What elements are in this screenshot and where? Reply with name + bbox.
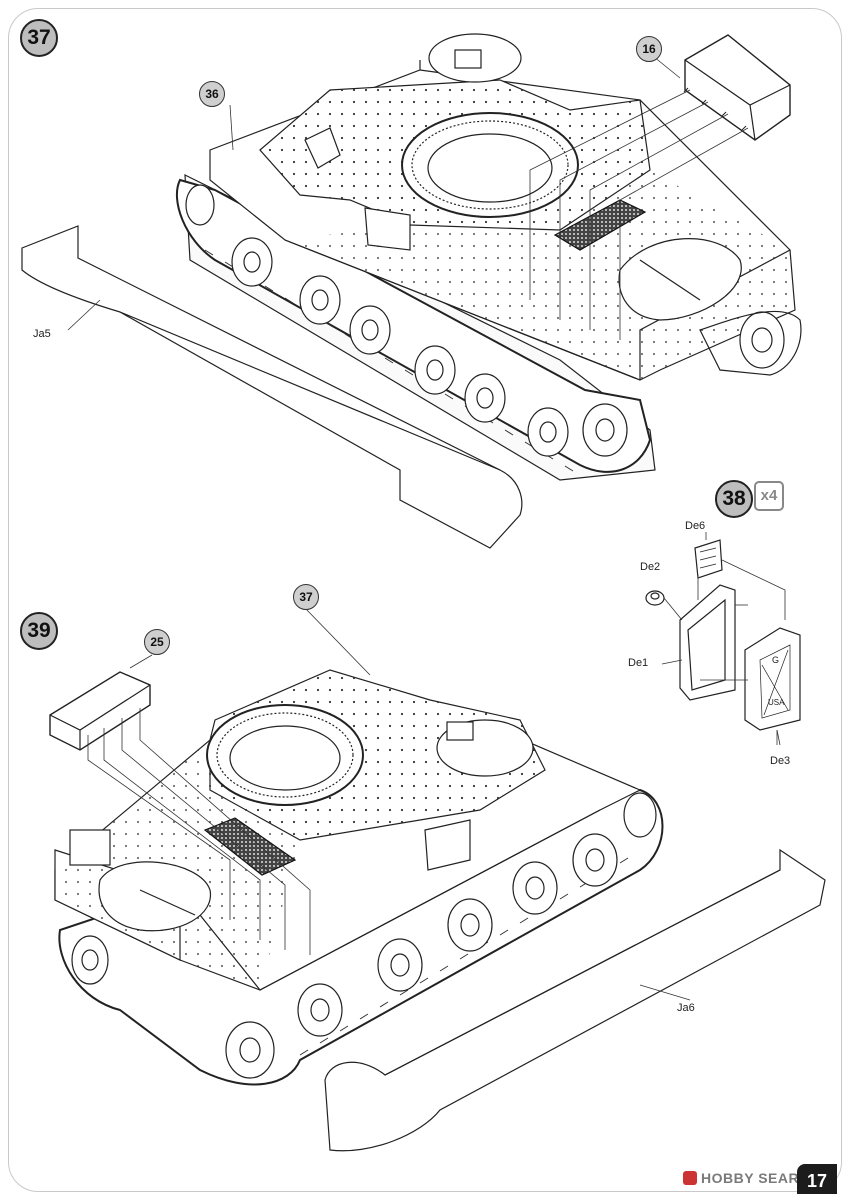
watermark-text: HOBBY SEARCH (701, 1170, 821, 1186)
step-39-badge: 39 (20, 612, 58, 650)
step-38-quantity: x4 (754, 481, 784, 511)
step-38-badge: 38 (715, 480, 753, 518)
jerrycan-marking-g: G (772, 655, 780, 665)
box25 (49, 671, 151, 751)
roadwheels37 (185, 184, 628, 457)
track37 (175, 178, 652, 473)
step39-drawing (49, 607, 826, 1152)
jerrycan-marking-usa: USA (768, 698, 785, 707)
label-ja6: Ja6 (677, 1002, 695, 1014)
turret-ring37 (401, 112, 579, 218)
box16 (684, 34, 791, 141)
box16-straps (683, 87, 747, 131)
callout-37: 37 (293, 584, 319, 610)
watermark: HOBBY SEARCH (683, 1170, 820, 1186)
callout-25: 25 (144, 629, 170, 655)
label-de2: De2 (640, 561, 661, 573)
label-de3: De3 (770, 755, 791, 767)
grille37 (553, 199, 647, 251)
mudguard-ja6 (324, 848, 826, 1152)
mudguard-ja5 (21, 225, 523, 549)
step37-drawing (21, 33, 802, 549)
label-de1: De1 (628, 657, 649, 669)
label-ja5: Ja5 (33, 328, 51, 340)
step38-arrows (661, 532, 786, 745)
step37-leaders (67, 51, 749, 340)
step-37-badge: 37 (20, 19, 58, 57)
part-de6 (694, 539, 723, 579)
callout-16: 16 (636, 36, 662, 62)
roadwheels39 (71, 792, 657, 1079)
page-border (8, 8, 842, 1192)
callout-36: 36 (199, 81, 225, 107)
grille39 (203, 817, 297, 876)
label-de6: De6 (685, 520, 706, 532)
step39-leaders (87, 607, 781, 1001)
page-number: 17 (797, 1164, 837, 1194)
step38-drawing (645, 532, 801, 745)
hobby-search-logo-icon (683, 1171, 697, 1185)
